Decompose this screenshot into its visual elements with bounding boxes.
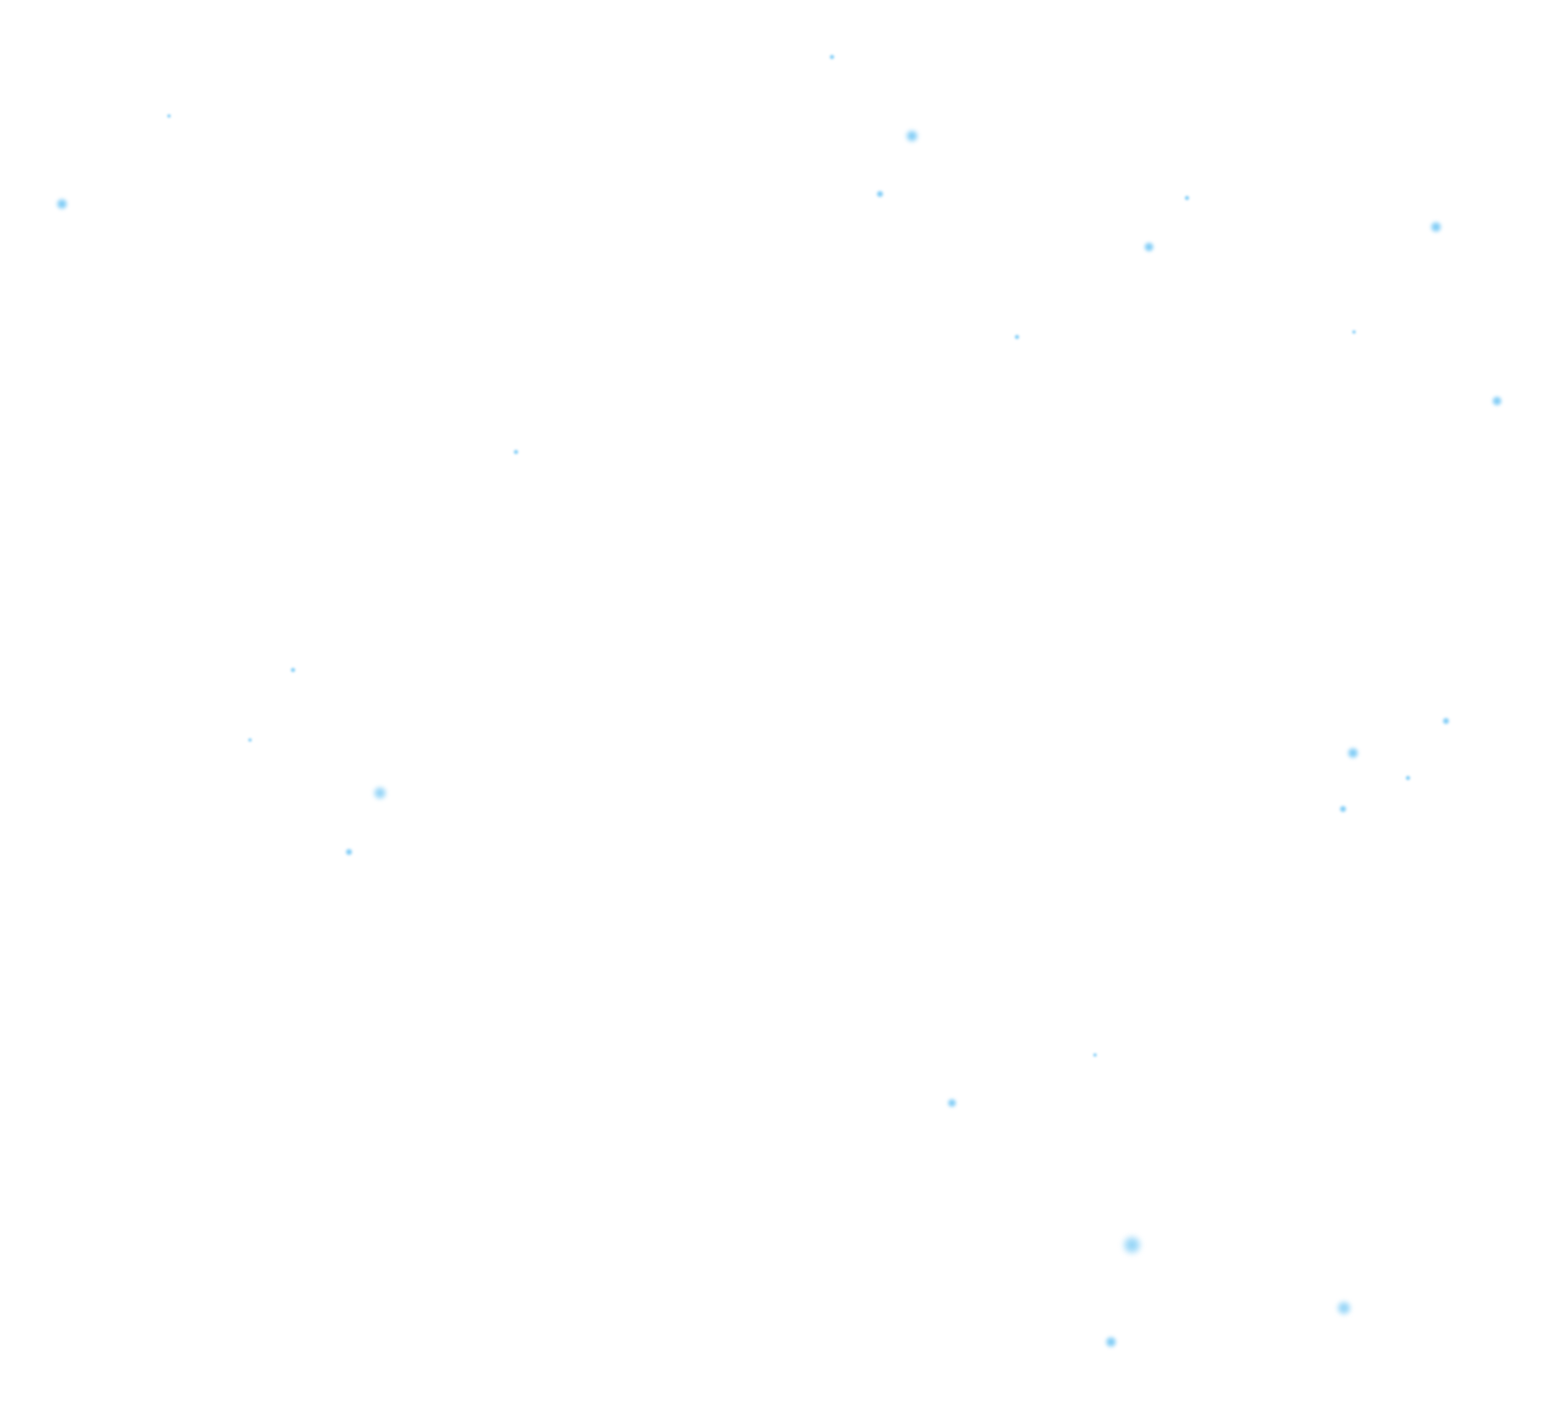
glow-particle: [906, 130, 918, 142]
glow-particle: [167, 114, 171, 118]
glow-particle: [373, 786, 387, 800]
glow-particle: [1105, 1336, 1117, 1348]
glow-particle: [248, 738, 252, 742]
glow-particle: [1347, 747, 1359, 759]
glow-particle: [829, 54, 835, 60]
glow-particle: [290, 667, 296, 673]
glow-particle: [56, 198, 68, 210]
glow-particle: [947, 1098, 957, 1108]
glow-particle: [513, 449, 519, 455]
glow-particle: [1405, 775, 1411, 781]
glow-particle: [1093, 1053, 1097, 1057]
glow-particle: [1442, 717, 1450, 725]
glow-particle: [1144, 242, 1154, 252]
glow-particle: [1014, 334, 1020, 340]
glow-particle: [876, 190, 884, 198]
glow-particle: [345, 848, 353, 856]
glow-particle: [1492, 396, 1502, 406]
glow-particle: [1430, 221, 1442, 233]
glow-particle: [1339, 805, 1347, 813]
glow-particle: [1352, 330, 1356, 334]
glow-particle: [1337, 1301, 1351, 1315]
glow-particle: [1184, 195, 1190, 201]
glow-particle: [1123, 1236, 1141, 1254]
